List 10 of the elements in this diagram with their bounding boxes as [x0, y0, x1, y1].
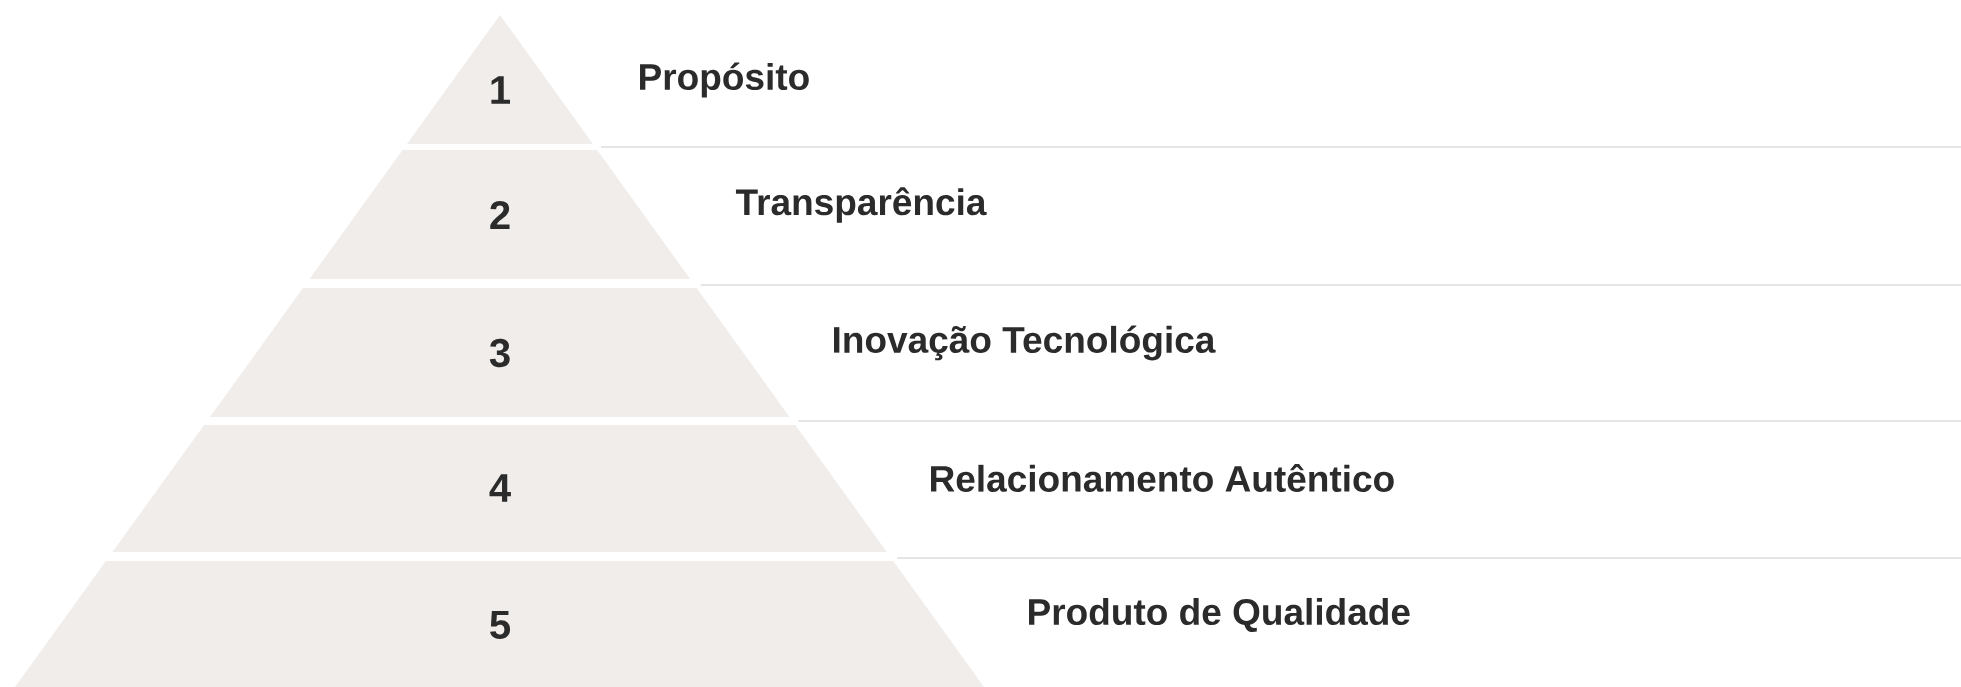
pyramid-layer: 4	[112, 425, 887, 552]
level-label: Propósito	[640, 62, 809, 98]
level-label: Relacionamento Autêntico	[931, 464, 1394, 492]
pyramid-layer: 5	[15, 561, 984, 687]
pyramid-layer: 3	[209, 288, 790, 417]
level-label: Transparência	[735, 187, 987, 223]
level-label: Produto de Qualidade	[1029, 597, 1410, 633]
level-label: Inovação Tecnológica	[834, 325, 1216, 361]
pyramid-layer: 2	[309, 150, 691, 279]
pyramid-layer: 1	[406, 15, 593, 144]
